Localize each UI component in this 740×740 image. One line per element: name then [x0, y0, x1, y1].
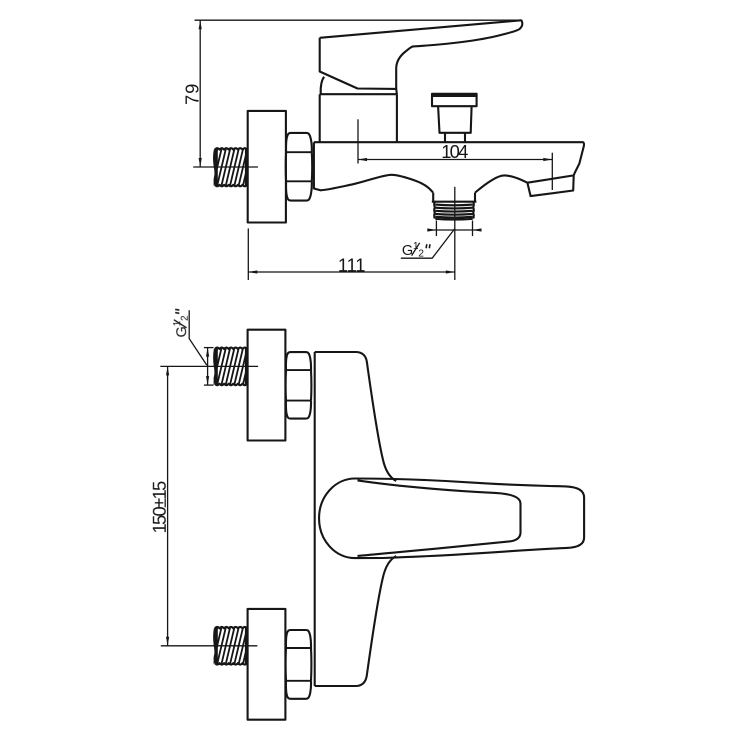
svg-text:G: G [1, 0, 12, 1]
svg-text:104: 104 [441, 141, 468, 162]
svg-text:111: 111 [338, 254, 365, 275]
svg-text:2: 2 [18, 0, 24, 1]
svg-text:79: 79 [182, 83, 203, 105]
svg-text:150±15: 150±15 [149, 481, 170, 534]
